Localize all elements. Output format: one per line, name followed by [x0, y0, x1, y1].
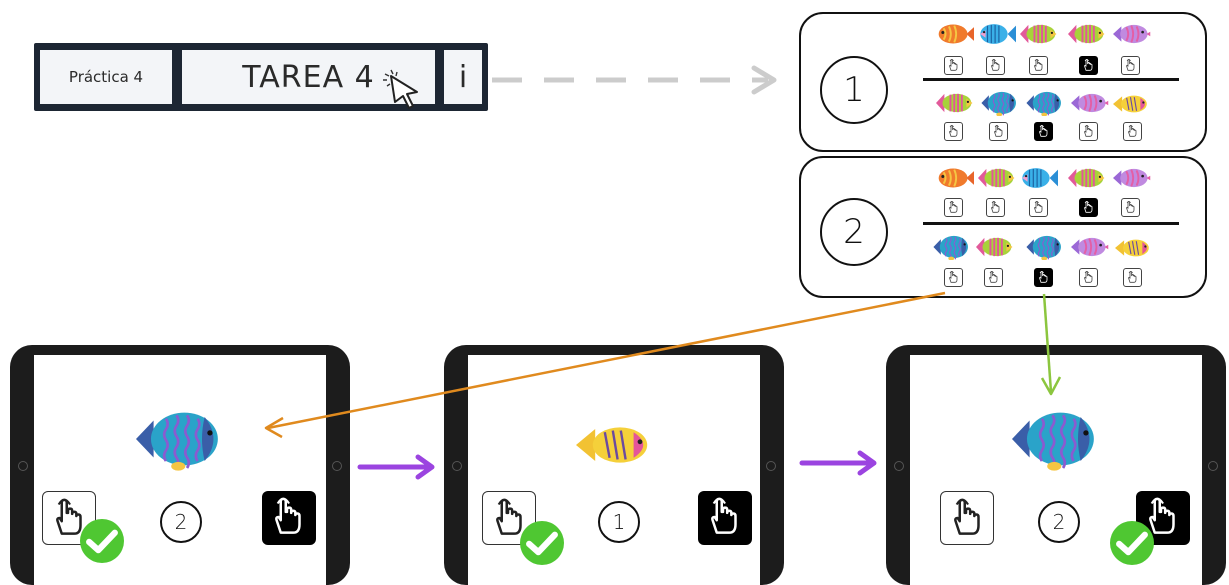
check-icon: [1110, 521, 1154, 565]
tablet-screen: 1: [468, 355, 760, 585]
blue-wave-fish-icon: [1026, 90, 1064, 116]
home-button-icon: [332, 461, 342, 471]
hand-button[interactable]: [940, 491, 994, 545]
purple-arrow: [357, 454, 435, 480]
hand-button-selected[interactable]: [1034, 268, 1053, 287]
task-toolbar: Práctica 4 TAREA 4 i: [34, 43, 488, 111]
trial-number-circle: 2: [820, 198, 888, 266]
hand-button[interactable]: [1079, 122, 1098, 141]
hand-button[interactable]: [986, 56, 1005, 75]
yellow-fish-icon: [1113, 92, 1151, 116]
tablet-screen: 2: [910, 355, 1202, 585]
camera-dot: [18, 461, 28, 471]
trial-number-circle: 1: [598, 501, 640, 543]
blue-wave-fish-icon: [981, 90, 1019, 116]
trial-box-1: 1: [799, 12, 1207, 152]
purple-fish-icon: [1113, 166, 1151, 190]
check-icon: [80, 519, 124, 563]
purple-arrow: [799, 450, 877, 476]
green-pink-fish-icon: [936, 90, 974, 116]
home-button-icon: [1208, 461, 1218, 471]
blue-wave-fish-icon: [1026, 234, 1064, 260]
blue-fish-icon: [1020, 166, 1058, 190]
trial-divider: [923, 222, 1179, 225]
trial-number-circle: 2: [160, 501, 202, 543]
practice-label: Práctica 4: [68, 68, 144, 86]
tablet-1: 2: [10, 345, 350, 585]
info-button[interactable]: i: [444, 50, 482, 104]
hand-button[interactable]: [944, 268, 963, 287]
hand-button[interactable]: [1121, 56, 1140, 75]
green-pink-fish-icon: [1020, 22, 1058, 46]
hand-button[interactable]: [1029, 56, 1048, 75]
hand-button[interactable]: [944, 122, 963, 141]
green-pink-fish-icon: [976, 234, 1014, 260]
hand-button[interactable]: [1029, 198, 1048, 217]
info-label: i: [458, 59, 468, 95]
hand-button[interactable]: [1079, 268, 1098, 287]
task-tab[interactable]: TAREA 4: [182, 50, 435, 109]
tablet-3: 2: [886, 345, 1226, 585]
trial-number-circle: 1: [820, 56, 888, 124]
camera-dot: [452, 461, 462, 471]
hand-button-selected[interactable]: [1034, 122, 1053, 141]
hand-button-dark[interactable]: [262, 491, 316, 545]
purple-fish-icon: [1113, 22, 1151, 46]
hand-button[interactable]: [989, 122, 1008, 141]
practice-tab[interactable]: Práctica 4: [40, 50, 172, 104]
blue-wave-fish-icon: [1012, 405, 1100, 473]
hand-button[interactable]: [944, 56, 963, 75]
cursor-click-icon: [383, 69, 418, 109]
hand-button[interactable]: [1121, 198, 1140, 217]
tablet-screen: 2: [34, 355, 326, 585]
hand-button[interactable]: [986, 198, 1005, 217]
gray-dashed-arrow: [492, 65, 777, 95]
blue-wave-fish-icon: [136, 405, 224, 473]
purple-fish-icon: [1071, 234, 1109, 260]
green-pink-fish-icon: [1068, 22, 1106, 46]
orange-fish-icon: [936, 166, 974, 190]
hand-button-dark[interactable]: [698, 491, 752, 545]
purple-fish-icon: [1071, 90, 1109, 116]
camera-dot: [894, 461, 904, 471]
trial-box-2: 2: [799, 156, 1207, 298]
check-icon: [520, 521, 564, 565]
green-pink-fish-icon: [978, 166, 1016, 190]
hand-button[interactable]: [944, 198, 963, 217]
hand-button-selected[interactable]: [1079, 56, 1098, 75]
home-button-icon: [766, 461, 776, 471]
orange-fish-icon: [936, 22, 974, 46]
blue-wave-fish-icon: [933, 234, 971, 260]
hand-button[interactable]: [1123, 268, 1142, 287]
hand-button[interactable]: [1123, 122, 1142, 141]
yellow-fish-icon: [576, 421, 656, 469]
hand-button[interactable]: [482, 491, 536, 545]
yellow-fish-icon: [1115, 236, 1153, 260]
trial-number-circle: 2: [1038, 501, 1080, 543]
hand-button-selected[interactable]: [1079, 198, 1098, 217]
blue-fish-icon: [978, 22, 1016, 46]
trial-divider: [923, 78, 1179, 81]
tablet-2: 1: [444, 345, 784, 585]
task-label: TAREA 4: [242, 59, 375, 95]
hand-button[interactable]: [984, 268, 1003, 287]
green-pink-fish-icon: [1068, 166, 1106, 190]
